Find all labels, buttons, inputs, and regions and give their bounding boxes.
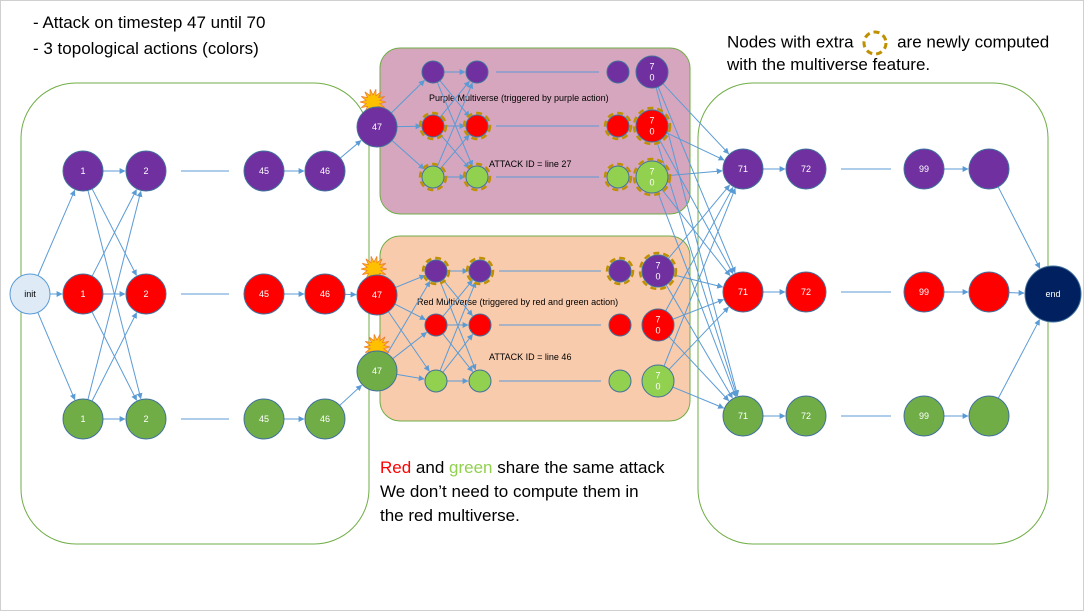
node-g1: 1 (63, 399, 103, 439)
node-g72-label: 72 (801, 411, 811, 421)
node-r72: 72 (786, 272, 826, 312)
node-p46-label: 46 (320, 166, 330, 176)
purple-attack-id: ATTACK ID = line 27 (489, 159, 571, 169)
node-rlast (969, 272, 1009, 312)
node-r45: 45 (244, 274, 284, 314)
node-r2-label: 2 (143, 289, 148, 299)
node-rm-c0 (607, 258, 633, 284)
node-r99: 99 (904, 272, 944, 312)
node-end-label: end (1045, 289, 1060, 299)
node-pm-a0 (422, 61, 444, 83)
node-g72: 72 (786, 396, 826, 436)
node-r72-label: 72 (801, 287, 811, 297)
node-p71-label: 71 (738, 164, 748, 174)
node-g1-label: 1 (80, 414, 85, 424)
node-p2: 2 (126, 151, 166, 191)
node-p99: 99 (904, 149, 944, 189)
node-p46: 46 (305, 151, 345, 191)
node-r99-label: 99 (919, 287, 929, 297)
node-p47-label: 47 (372, 122, 382, 132)
node-pm-a2 (420, 164, 446, 190)
node-r45-label: 45 (259, 289, 269, 299)
node-g99-label: 99 (919, 411, 929, 421)
node-g99: 99 (904, 396, 944, 436)
node-g2-label: 2 (143, 414, 148, 424)
node-g46-label: 46 (320, 414, 330, 424)
edge-plast-to-end (998, 187, 1040, 268)
node-g47-label: 47 (372, 366, 382, 376)
node-g46: 46 (305, 399, 345, 439)
node-init-label: init (24, 289, 36, 299)
node-r1-label: 1 (80, 289, 85, 299)
node-p47: 47 (357, 107, 397, 147)
node-p1: 1 (63, 151, 103, 191)
node-pm-c2 (605, 164, 631, 190)
node-rm-b1 (469, 314, 491, 336)
node-pm-b1 (464, 113, 490, 139)
edge-g46-to-g47 (340, 385, 362, 405)
node-pm-b0 (466, 61, 488, 83)
red-attack-id: ATTACK ID = line 46 (489, 352, 571, 362)
node-r47-label: 47 (372, 290, 382, 300)
node-g45-label: 45 (259, 414, 269, 424)
node-p72-label: 72 (801, 164, 811, 174)
node-rm-c2 (609, 370, 631, 392)
node-p2-label: 2 (143, 166, 148, 176)
node-g71-label: 71 (738, 411, 748, 421)
node-rm-a0 (423, 258, 449, 284)
node-g47: 47 (357, 351, 397, 391)
node-r71-label: 71 (738, 287, 748, 297)
node-pm-c0 (607, 61, 629, 83)
node-plast (969, 149, 1009, 189)
node-p99-label: 99 (919, 164, 929, 174)
edge-glast-to-end (998, 320, 1039, 399)
node-p72: 72 (786, 149, 826, 189)
node-r71: 71 (723, 272, 763, 312)
node-rm-a2 (425, 370, 447, 392)
node-g71: 71 (723, 396, 763, 436)
edge-p46-to-p47 (340, 141, 361, 159)
node-pm-a1 (420, 113, 446, 139)
node-glast (969, 396, 1009, 436)
node-g45: 45 (244, 399, 284, 439)
node-rm-a1 (425, 314, 447, 336)
node-pm-c1 (605, 113, 631, 139)
node-r47: 47 (357, 275, 397, 315)
node-end: end (1025, 266, 1081, 322)
edge-init-to-p1 (38, 190, 75, 275)
node-r1: 1 (63, 274, 103, 314)
node-p1-label: 1 (80, 166, 85, 176)
node-p45-label: 45 (259, 166, 269, 176)
node-rm-b0 (467, 258, 493, 284)
node-rm-b2 (469, 370, 491, 392)
node-r46-label: 46 (320, 289, 330, 299)
node-rm-c1 (609, 314, 631, 336)
node-r2: 2 (126, 274, 166, 314)
left-region (21, 83, 369, 544)
node-pm-b2 (464, 164, 490, 190)
edge-init-to-g1 (38, 312, 75, 399)
node-init: init (10, 274, 50, 314)
node-p71: 71 (723, 149, 763, 189)
node-g2: 2 (126, 399, 166, 439)
node-r46: 46 (305, 274, 345, 314)
node-p45: 45 (244, 151, 284, 191)
